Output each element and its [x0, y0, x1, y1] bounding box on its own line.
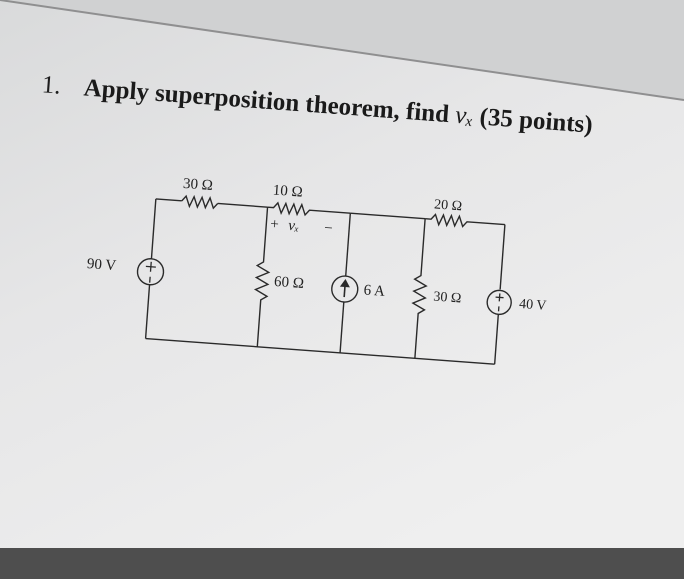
wire-current-bottom [340, 302, 344, 353]
wire-left-bottom [146, 285, 150, 339]
label-r-30b: 30 Ω [433, 290, 462, 308]
wire-top-a [218, 203, 268, 207]
label-source-90: 90 V [86, 256, 116, 275]
vx-plus: + [270, 216, 280, 234]
label-r-top-right: 20 Ω [434, 197, 463, 215]
label-r-60: 60 Ω [273, 274, 304, 293]
resistor-20-zigzag [425, 214, 506, 230]
wire-right-top [500, 225, 505, 290]
plus-sign-90-v [151, 262, 152, 272]
label-r-top-mid: 10 Ω [272, 183, 303, 202]
wire-top-left [156, 199, 182, 201]
label-source-40: 40 V [518, 297, 546, 315]
label-source-6a: 6 A [363, 282, 385, 301]
resistor-10-zigzag [267, 202, 351, 218]
plus-sign-40-v [499, 293, 500, 301]
vx-label: vₓ [288, 218, 300, 236]
resistor-30-zigzag [181, 196, 218, 209]
vx-minus: − [323, 220, 333, 238]
current-arrow-icon [339, 279, 350, 298]
wire-right-bottom [495, 314, 499, 364]
label-r-top-left: 30 Ω [182, 176, 213, 195]
wire-left-top [151, 199, 155, 259]
wire-bottom [146, 339, 495, 365]
resistor-30b-zigzag [409, 218, 431, 359]
voltage-source-40-circle [486, 290, 512, 316]
wire-current-top [346, 213, 351, 276]
wire-top-b [350, 213, 425, 218]
